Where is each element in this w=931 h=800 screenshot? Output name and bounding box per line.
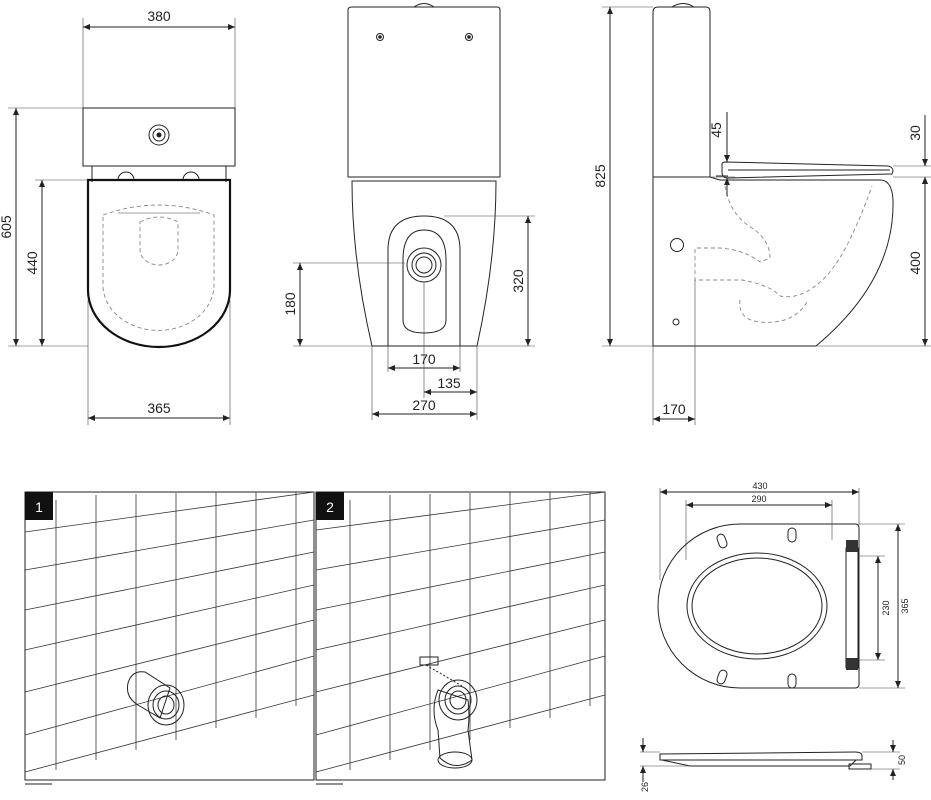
side-view: 825 45 30 400 170 (592, 3, 931, 425)
seat-top-view: 430 290 230 365 (657, 481, 910, 689)
dim-side-total-height: 825 (592, 164, 608, 188)
dim-seat-inner-width: 230 (881, 600, 891, 615)
front-view: 380 605 440 365 (0, 8, 236, 425)
dim-side-rear-offset: 170 (662, 401, 686, 417)
dim-side-seat-thickness: 30 (907, 125, 923, 141)
dim-seat-closed-height: 50 (897, 755, 907, 765)
dim-back-outlet-height: 180 (282, 292, 298, 316)
dim-back-outlet-offset: 135 (437, 375, 461, 391)
dim-front-top-width: 380 (147, 8, 171, 24)
step-1-panel: 1 (24, 491, 315, 785)
dim-front-total-height: 605 (0, 215, 14, 239)
dim-front-seat-height: 440 (24, 251, 40, 275)
step-2-panel: 2 (315, 491, 606, 785)
dim-back-base-width: 270 (412, 397, 436, 413)
dim-front-bottom-width: 365 (147, 400, 171, 416)
dim-side-tank-gap: 45 (708, 122, 724, 138)
step-2-number: 2 (326, 499, 334, 515)
dim-side-rim-height: 400 (907, 251, 923, 275)
dim-seat-hinge-height: 26 (640, 782, 650, 792)
step-1-number: 1 (35, 499, 43, 515)
dim-seat-hinge-spacing: 290 (751, 494, 766, 504)
back-view: 180 320 170 135 270 (282, 3, 535, 420)
dim-seat-overall-length: 430 (752, 481, 767, 491)
dim-seat-overall-width: 365 (900, 598, 910, 613)
seat-side-view: 26 50 (640, 738, 907, 792)
step-2-badge (316, 492, 344, 520)
dim-back-outlet-axis: 320 (510, 269, 526, 293)
step-1-badge (25, 492, 53, 520)
